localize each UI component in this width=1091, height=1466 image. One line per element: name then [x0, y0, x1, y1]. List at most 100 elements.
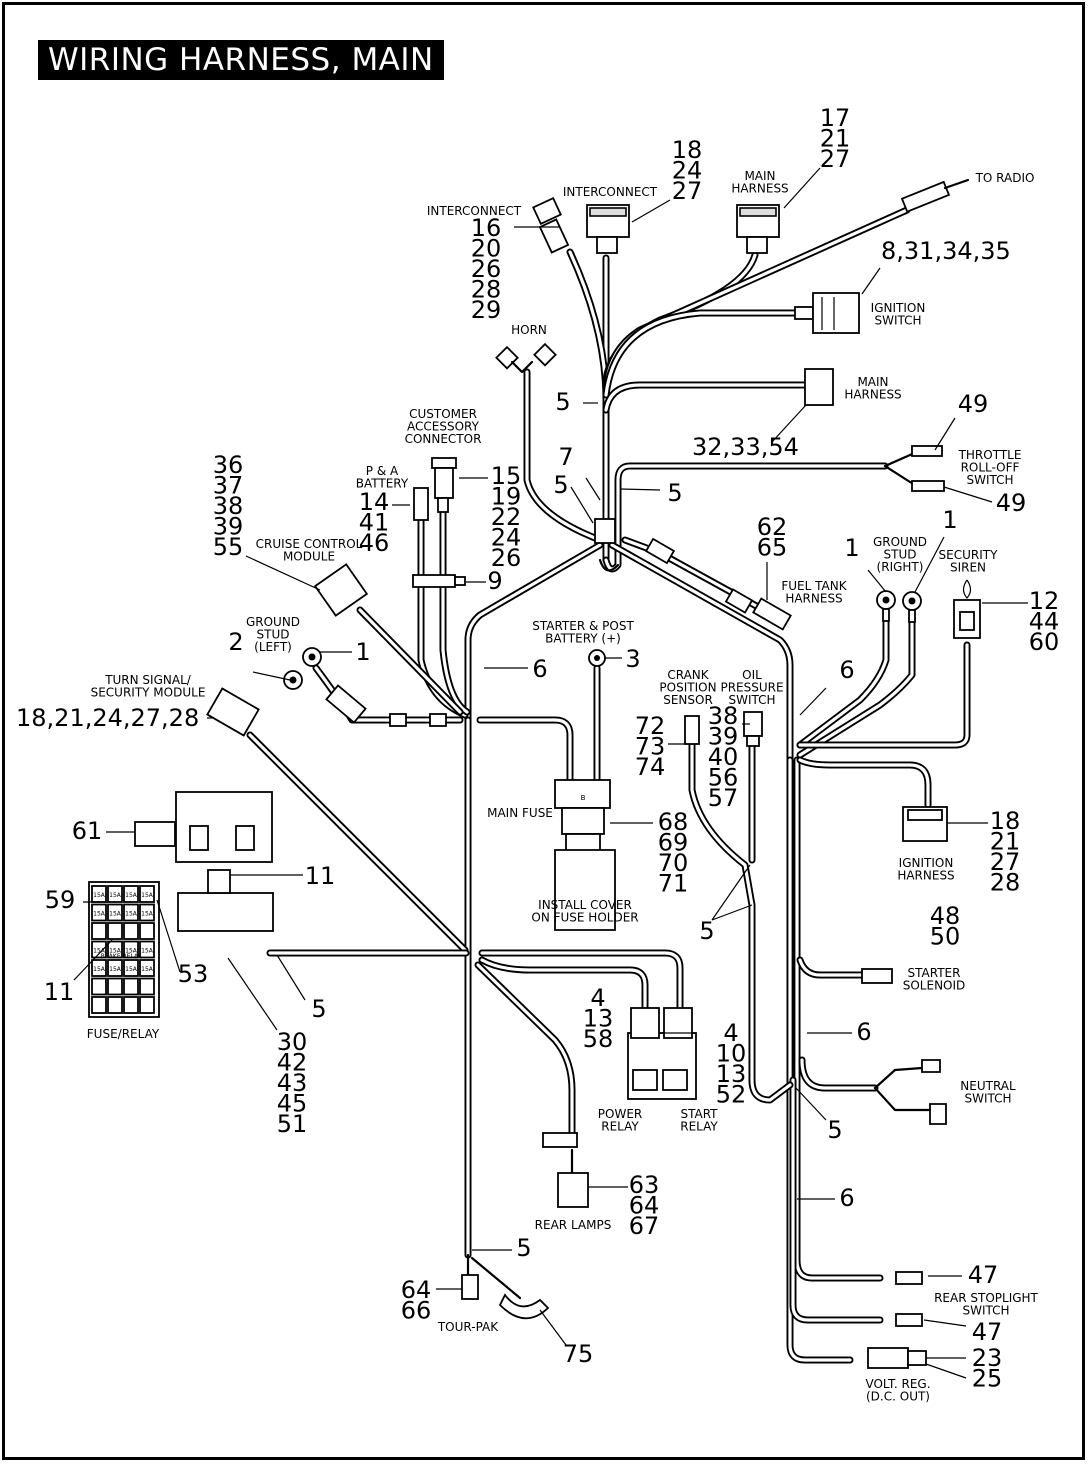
fuse-slot-label: 15A [141, 892, 154, 899]
text-line: (RIGHT) [877, 560, 924, 574]
text-line: RELAY [601, 1120, 639, 1134]
text-line: 68 [658, 808, 689, 836]
leader-line [925, 1363, 967, 1379]
text-line: 6 [839, 1184, 854, 1212]
text-line: SECURITY [939, 548, 999, 562]
text-line: 10 [716, 1040, 747, 1068]
text-line: RELAY [680, 1120, 718, 1134]
text-line: CUSTOMER [409, 407, 477, 421]
crank-position-sensor [684, 715, 700, 745]
to-radio-connector [900, 178, 970, 213]
fuse-block-connector [177, 869, 274, 932]
main-fuse-label: MAIN FUSE [487, 806, 553, 820]
c-2-callout: 2 [228, 628, 243, 656]
fuse-slot [107, 885, 123, 903]
leader-line [631, 199, 671, 223]
text-line: 36 [213, 451, 244, 479]
leader-line [619, 488, 661, 491]
text-line: 39 [708, 723, 739, 751]
c-1-gr-b-callout: 1 [942, 506, 957, 534]
fuse-slot-label: 15A [109, 892, 122, 899]
text-line: HARNESS [844, 388, 901, 402]
fuse-slot [107, 977, 123, 996]
text-line: 27 [820, 145, 851, 173]
text-line: IGNITION [899, 856, 954, 870]
text-line: 62 [757, 513, 788, 541]
text-line: 46 [359, 529, 390, 557]
turn-signal-label: TURN SIGNAL/SECURITY MODULE [91, 673, 206, 700]
text-line: BATTERY (+) [545, 632, 621, 646]
hub-clip [594, 518, 620, 572]
interconnect-connector [586, 204, 630, 254]
text-line: 65 [757, 534, 788, 562]
main-harness-connector-top [736, 204, 780, 254]
text-line: 37 [213, 472, 244, 500]
text-line: SWITCH [962, 1304, 1009, 1318]
text-line: 58 [583, 1025, 614, 1053]
text-line: 11 [305, 862, 336, 890]
text-line: 22 [491, 503, 522, 531]
volt-reg-connector [867, 1347, 927, 1369]
fuse-slot [139, 959, 155, 977]
text-line: HORN [511, 323, 547, 337]
text-line: 19 [491, 483, 522, 511]
diagram-title: WIRING HARNESS, MAIN [38, 40, 444, 80]
leader-line [585, 477, 601, 501]
c-6-d-callout: 6 [839, 1184, 854, 1212]
text-line: 2 [228, 628, 243, 656]
fuse-slot-label: 15A [109, 911, 122, 918]
text-line: 69 [658, 829, 689, 857]
fuse-slot [123, 885, 139, 903]
text-line: 43 [277, 1069, 308, 1097]
text-line: 1 [844, 534, 859, 562]
text-line: 4 [723, 1019, 738, 1047]
leader-line [711, 904, 753, 921]
accessory-61 [134, 791, 273, 863]
text-line: SWITCH [964, 1092, 1011, 1106]
fuse-slot [139, 885, 155, 903]
text-line: HARNESS [897, 869, 954, 883]
leader-line [276, 954, 306, 1001]
fuse-slot-label: 15A [141, 948, 154, 955]
text-line: 30 [277, 1028, 308, 1056]
pa-battery-connector [413, 487, 429, 521]
text-line: 39 [213, 513, 244, 541]
text-line: MAIN [857, 375, 888, 389]
text-line: HARNESS [785, 592, 842, 606]
c-47-a-callout: 47 [968, 1261, 999, 1289]
interconnect-connector-small [532, 196, 570, 254]
text-line: 6 [839, 656, 854, 684]
text-line: 63 [629, 1171, 660, 1199]
text-line: 21 [820, 125, 851, 153]
fuse-slot [139, 903, 155, 922]
text-line: FUSE/RELAY [87, 1027, 160, 1041]
text-line: MAIN FUSE [487, 806, 553, 820]
text-line: P & A [366, 464, 399, 478]
text-line: 16 [471, 214, 502, 242]
text-line: SWITCH [874, 314, 921, 328]
text-line: 1 [355, 638, 370, 666]
fuse-slot [123, 940, 139, 959]
leader-line [227, 957, 278, 1031]
c-6-c-callout: 6 [856, 1018, 871, 1046]
text-line: 45 [277, 1090, 308, 1118]
turn-signal-module [206, 687, 260, 737]
text-line: TURN SIGNAL/ [104, 673, 192, 687]
text-line: GROUND [873, 535, 927, 549]
text-line: 1 [942, 506, 957, 534]
text-line: 5 [827, 1116, 842, 1144]
text-line: 18 [672, 136, 703, 164]
fuse-slot [91, 922, 107, 940]
c-5-a-callout: 5 [555, 388, 570, 416]
